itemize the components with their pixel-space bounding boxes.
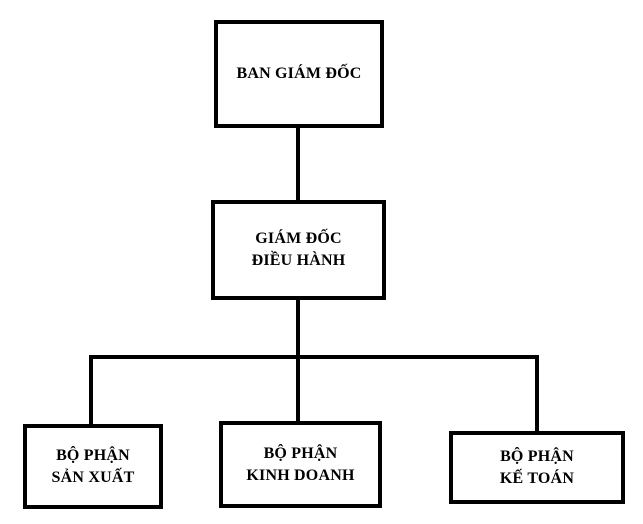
director-label-line1: GIÁM ĐỐC (255, 230, 342, 247)
production-department-box: BỘ PHẬN SẢN XUẤT (23, 424, 163, 509)
board-label: BAN GIÁM ĐỐC (236, 65, 362, 82)
production-label-line2: SẢN XUẤT (51, 468, 135, 486)
business-label-line2: KINH DOANH (246, 466, 355, 484)
accounting-label-line1: BỘ PHẬN (500, 447, 574, 465)
executive-director-box: GIÁM ĐỐC ĐIỀU HÀNH (211, 200, 386, 300)
business-department-box: BỘ PHẬN KINH DOANH (219, 421, 382, 508)
accounting-department-box: BỘ PHẬN KẾ TOÁN (449, 431, 625, 504)
director-label-line2: ĐIỀU HÀNH (251, 252, 346, 269)
accounting-label-line2: KẾ TOÁN (499, 469, 575, 487)
business-label-line1: BỘ PHẬN (263, 444, 338, 462)
production-label-line1: BỘ PHẬN (56, 446, 130, 464)
board-of-directors-box: BAN GIÁM ĐỐC (214, 20, 384, 128)
